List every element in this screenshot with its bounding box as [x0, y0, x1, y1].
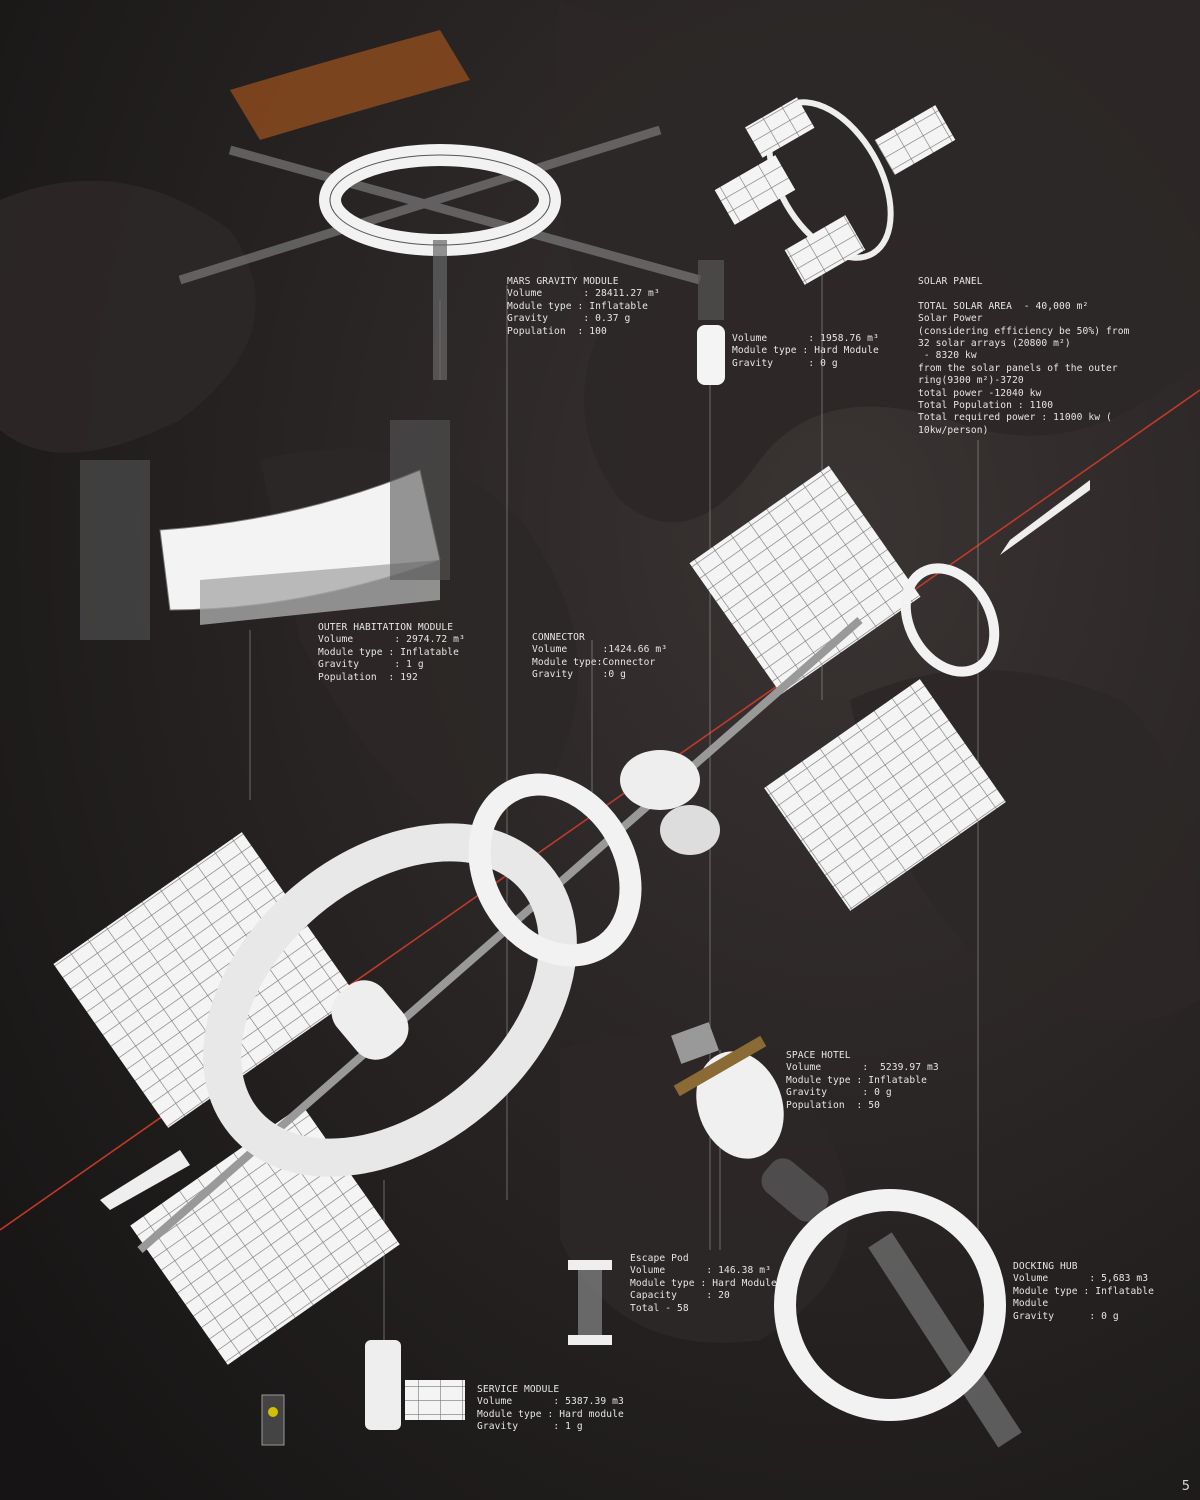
info-line: Gravity : 1 g: [318, 659, 424, 671]
info-title: Escape Pod: [630, 1253, 689, 1264]
mars-gravity-module-drawing: [178, 30, 702, 380]
info-line: Volume : 5239.97 m3: [786, 1062, 939, 1074]
info-title: CONNECTOR: [532, 632, 585, 643]
info-line: (considering efficiency be 50%) from: [918, 325, 1130, 337]
info-line: ring(9300 m²)-3720: [918, 375, 1024, 387]
info-title: MARS GRAVITY MODULE: [507, 276, 619, 287]
main-station-drawing: [53, 465, 1090, 1365]
info-title: SOLAR PANEL: [918, 276, 983, 287]
info-line: Population : 50: [786, 1099, 881, 1111]
info-line: Volume : 5,683 m3: [1013, 1273, 1149, 1285]
info-line: Volume : 5387.39 m3: [477, 1396, 624, 1408]
info-line: Gravity : 1 g: [477, 1421, 583, 1433]
info-line: Gravity : 0.37 g: [507, 313, 631, 325]
info-line: Module type : Hard Module: [732, 345, 879, 357]
info-line: Population : 192: [318, 671, 418, 683]
info-line: Module: [1013, 1298, 1049, 1310]
info-line: Total Population : 1100: [918, 399, 1054, 411]
page-number: 5: [1181, 1479, 1190, 1494]
hard-module-drawing: [697, 260, 725, 385]
info-line: Module type : Hard Module: [630, 1277, 777, 1289]
info-title: Volume : 1958.76 m³: [732, 333, 879, 344]
docking-hub-drawing: [761, 1158, 1022, 1448]
info-line: Module type:Connector: [532, 656, 656, 668]
info-line: Module type : Hard module: [477, 1408, 624, 1420]
info-line: Solar Power: [918, 313, 983, 325]
escape-pod-drawing: [568, 1260, 612, 1345]
service-module-drawing: [261, 1340, 465, 1446]
info-line: Total - 58: [630, 1302, 689, 1314]
info-line: Volume :1424.66 m³: [532, 644, 668, 656]
info-line: Gravity : 0 g: [732, 357, 838, 369]
info-line: Gravity : 0 g: [786, 1087, 892, 1099]
info-line: Gravity : 0 g: [1013, 1310, 1119, 1322]
info-line: Module type : Inflatable: [1013, 1285, 1155, 1297]
info-title: SPACE HOTEL: [786, 1050, 851, 1061]
outer-habitation-module-drawing: [80, 420, 450, 640]
info-title: DOCKING HUB: [1013, 1261, 1078, 1272]
info-line: 32 solar arrays (20800 m²): [918, 337, 1071, 349]
info-line: Module type : Inflatable: [318, 646, 460, 658]
info-title: OUTER HABITATION MODULE: [318, 622, 454, 633]
solar-station-drawing: [714, 97, 956, 285]
space-hotel-drawing: [671, 1022, 784, 1159]
info-title: SERVICE MODULE: [477, 1384, 560, 1395]
info-line: Total required power : 11000 kw (: [918, 412, 1112, 424]
info-line: TOTAL SOLAR AREA - 40,000 m²: [918, 300, 1089, 312]
info-line: Population : 100: [507, 325, 607, 337]
info-line: [918, 288, 1130, 300]
info-line: Module type : Inflatable: [507, 300, 649, 312]
info-line: from the solar panels of the outer: [918, 362, 1118, 374]
info-line: Capacity : 20: [630, 1290, 730, 1302]
info-line: Volume : 146.38 m³: [630, 1265, 772, 1277]
info-line: 10kw/person): [918, 424, 989, 436]
info-line: - 8320 kw: [918, 350, 977, 362]
info-line: total power -12040 kw: [918, 387, 1042, 399]
info-line: Gravity :0 g: [532, 669, 627, 681]
info-line: Volume : 2974.72 m³: [318, 634, 465, 646]
info-line: Module type : Inflatable: [786, 1074, 928, 1086]
info-line: Volume : 28411.27 m³: [507, 288, 660, 300]
